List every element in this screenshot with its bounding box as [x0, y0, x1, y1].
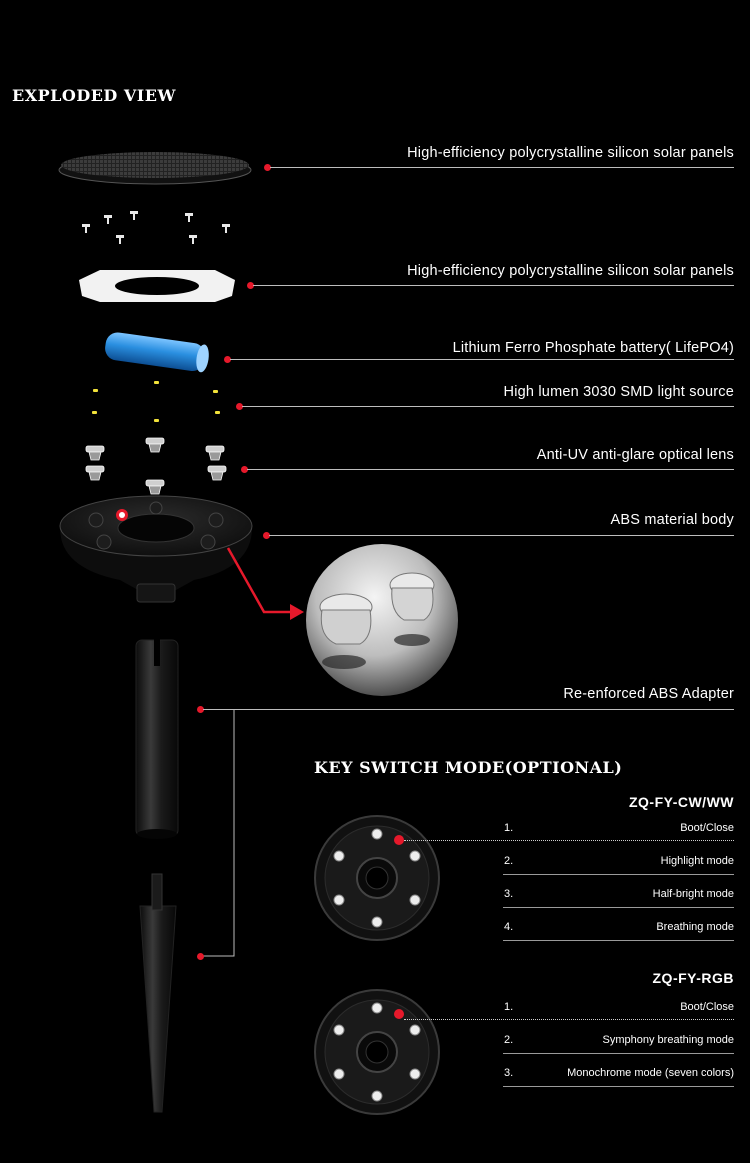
gasket-icon	[79, 270, 235, 302]
closeup-arrow	[226, 547, 304, 620]
callout-dot	[236, 403, 243, 410]
callout-dot	[197, 953, 204, 960]
callout-dot	[247, 282, 254, 289]
mode-number: 4.	[504, 921, 514, 933]
callout-dot	[241, 466, 248, 473]
callout-label: Re-enforced ABS Adapter	[563, 686, 734, 702]
callout-dot	[197, 706, 204, 713]
mode-label: Monochrome mode (seven colors)	[567, 1067, 734, 1079]
adapter-bracket-line	[202, 709, 235, 957]
mode-label: Highlight mode	[660, 855, 734, 867]
callout-line	[242, 406, 734, 407]
callout-line	[247, 469, 734, 470]
callout-line	[253, 285, 734, 286]
light-head-bottom-views	[314, 815, 440, 1115]
mode-number: 1.	[504, 822, 514, 834]
light-head-bottom-icon	[314, 815, 440, 941]
mode-label: Boot/Close	[680, 822, 734, 834]
mode-number: 1.	[504, 1001, 514, 1013]
model-name: ZQ-FY-RGB	[652, 970, 734, 986]
battery-icon	[105, 332, 209, 373]
callout-line	[230, 359, 734, 360]
callout-label: Anti-UV anti-glare optical lens	[536, 447, 734, 463]
mode-dotted-line	[404, 840, 734, 841]
mode-number: 2.	[504, 855, 514, 867]
led-chip-icon	[92, 381, 220, 422]
key-switch-heading: KEY SWITCH MODE(OPTIONAL)	[314, 758, 623, 777]
lens-closeup-icon	[306, 544, 458, 696]
callout-label: Lithium Ferro Phosphate battery( LifePO4…	[452, 340, 734, 356]
exploded-view-heading: EXPLODED VIEW	[12, 86, 176, 105]
model-name: ZQ-FY-CW/WW	[628, 794, 734, 810]
mode-number: 3.	[504, 888, 514, 900]
callout-line	[270, 167, 734, 168]
callout-dot	[264, 164, 271, 171]
callout-label: High lumen 3030 SMD light source	[503, 384, 734, 400]
callout-label: ABS material body	[610, 512, 734, 528]
callout-dot	[224, 356, 231, 363]
mode-label: Half-bright mode	[652, 888, 734, 900]
callout-label: High-efficiency polycrystalline silicon …	[407, 263, 734, 279]
mode-line	[503, 1053, 734, 1054]
ground-spike-icon	[139, 873, 177, 1113]
callout-label: High-efficiency polycrystalline silicon …	[407, 145, 734, 161]
adapter-tube-icon	[135, 636, 179, 839]
screw-icon	[82, 211, 230, 244]
mode-dotted-line	[404, 1019, 734, 1020]
mode-line	[503, 874, 734, 875]
callout-line	[269, 535, 734, 536]
lens-icon	[85, 437, 227, 495]
callout-dot	[263, 532, 270, 539]
mode-line	[503, 940, 734, 941]
callout-line	[203, 709, 734, 710]
solar-panel-icon	[58, 152, 252, 185]
mode-line	[503, 907, 734, 908]
mode-line	[503, 1086, 734, 1087]
mode-number: 3.	[504, 1067, 514, 1079]
mode-label: Boot/Close	[680, 1001, 734, 1013]
light-head-bottom-icon	[314, 989, 440, 1115]
mode-label: Symphony breathing mode	[602, 1034, 734, 1046]
body-housing-icon	[59, 495, 253, 603]
mode-label: Breathing mode	[656, 921, 734, 933]
mode-number: 2.	[504, 1034, 514, 1046]
